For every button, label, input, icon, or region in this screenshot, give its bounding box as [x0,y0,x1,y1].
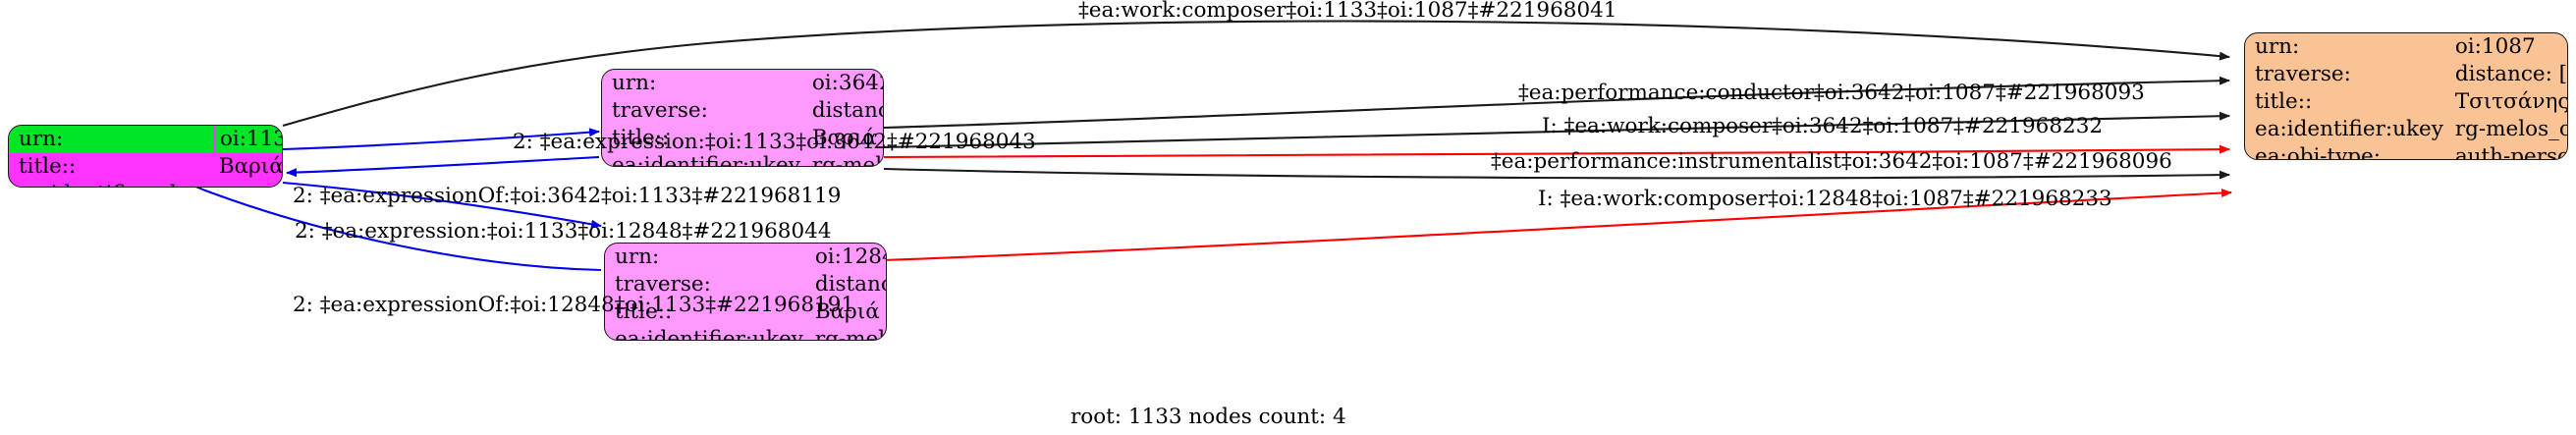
row-value: Τσιτσάνης, Βασίλης [2454,89,2568,115]
node-row: urn: oi:3642 [602,70,883,97]
node-row: title:: Τσιτσάνης, Βασίλης [2245,88,2568,116]
row-value: oi:3642 [808,70,883,97]
row-value: Βαριά χτυπούν τα σήμαντρα [814,299,886,325]
row-key: title:: [615,299,673,325]
row-value: rg-melos_col-12848 [814,327,886,341]
row-value-main: distance: [1] [2454,62,2568,87]
node-row: traverse: distance: [1]ordinal: 3 [2245,61,2568,88]
row-value: Βαριά χτυπούν τα σήμαντρα [811,126,883,151]
edge-label-performance-conductor: ‡ea:performance:conductor‡oi:3642‡oi:108… [1518,81,2145,105]
edge-label-performance-instrumentalist: ‡ea:performance:instrumentalist‡oi:3642‡… [1491,149,2172,174]
node-auth-expression-12848[interactable]: urn: oi:12848 traverse: distance: [1]ord… [604,243,887,341]
row-key: title:: [2255,89,2313,115]
row-key: ea:identifier:ukey [615,327,803,341]
node-row: traverse: distance: [1]ordinal: 2 [605,271,886,299]
node-row: urn: oi:12848 [605,244,886,271]
node-row: ea:identifier:ukey rg-melos_col-1133 [9,181,282,187]
row-key: ea:obj-type: [2255,144,2381,160]
edge-label-expression-1133-12848: 2: ‡ea:expression:‡oi:1133‡oi:12848‡#221… [295,219,832,244]
edge-work-composer-1133-1087 [282,20,2230,128]
row-value-main: distance: [1] [811,98,883,124]
row-value: distance: [1]ordinal: 1 [808,97,883,125]
node-row: urn: oi:1133 [9,126,282,154]
node-row: title:: Βαριά χτυπούν τα σήμαντρα [602,125,883,152]
row-value: distance: [1]ordinal: 3 [2451,61,2568,88]
row-key: urn: [2255,34,2300,59]
row-value: rg-melos_col-1087 [2454,117,2567,142]
row-key: traverse: [615,272,711,298]
node-row: urn: oi:1087 [2245,33,2567,61]
node-auth-person-1087[interactable]: urn: oi:1087 traverse: distance: [1]ordi… [2244,32,2568,160]
node-row: ea:identifier:ukey rg-melos_col-3642 [602,152,883,167]
row-key: urn: [9,126,216,154]
row-value: oi:12848 [814,245,886,269]
node-auth-work-1133[interactable]: urn: oi:1133 title:: Βαριά χτυπούν τα σή… [8,125,283,188]
row-key: title:: [612,126,670,151]
node-auth-expression-3642[interactable]: urn: oi:3642 traverse: distance: [1]ordi… [601,69,884,167]
node-row: ea:identifier:ukey rg-melos_col-12848 [605,326,886,341]
row-value: oi:1087 [2454,34,2536,59]
row-key: traverse: [2255,62,2351,87]
edge-label-work-composer-1133-1087: ‡ea:work:composer‡oi:1133‡oi:1087‡#22196… [1078,0,1617,23]
row-value-main: oi:3642 [811,71,883,95]
row-value: rg-melos_col-1133 [215,181,282,187]
graph-caption: root: 1133 nodes count: 4 [1070,405,1346,429]
row-key: title:: [19,154,77,180]
row-key: ea:identifier:ukey [9,181,215,187]
row-value: auth-person [2454,144,2567,160]
node-row: title:: Βαριά χτυπούν τα σήμαντρα [9,153,283,181]
edge-label-expressionOf-3642-1133: 2: ‡ea:expressionOf:‡oi:3642‡oi:1133‡#22… [293,184,842,208]
edge-label-work-composer-3642: I: ‡ea:work:composer‡oi:3642‡oi:1087‡#22… [1542,114,2104,138]
edge-label-expressionOf-12848-1133: 2: ‡ea:expressionOf:‡oi:12848‡oi:1133‡#2… [293,293,855,317]
row-value: oi:1133 [214,126,282,154]
row-value: rg-melos_col-3642 [811,153,883,167]
row-value-main: distance: [1] [814,272,886,298]
node-row: ea:obj-type: auth-person [2245,143,2567,160]
node-row: traverse: distance: [1]ordinal: 1 [602,97,883,125]
row-value: Βαριά χτυπούν τα σήμαντρα [218,154,283,180]
node-row: ea:identifier:ukey rg-melos_col-1087 [2245,116,2567,143]
row-key: traverse: [612,98,708,124]
edge-expressionOf-3642-1133 [286,155,600,178]
row-key: urn: [612,71,657,95]
edge-label-work-composer-12848: I: ‡ea:work:composer‡oi:12848‡oi:1087‡#2… [1538,187,2112,211]
row-key: ea:identifier:ukey [2255,117,2443,142]
row-key: urn: [615,245,660,269]
row-value: distance: [1]ordinal: 2 [811,271,886,299]
node-row: title:: Βαριά χτυπούν τα σήμαντρα [605,299,886,326]
row-key: ea:identifier:ukey [612,153,800,167]
edge-label-expression-1133-3642: 2: ‡ea:expression:‡oi:1133‡oi:3642‡#2219… [513,130,1036,154]
